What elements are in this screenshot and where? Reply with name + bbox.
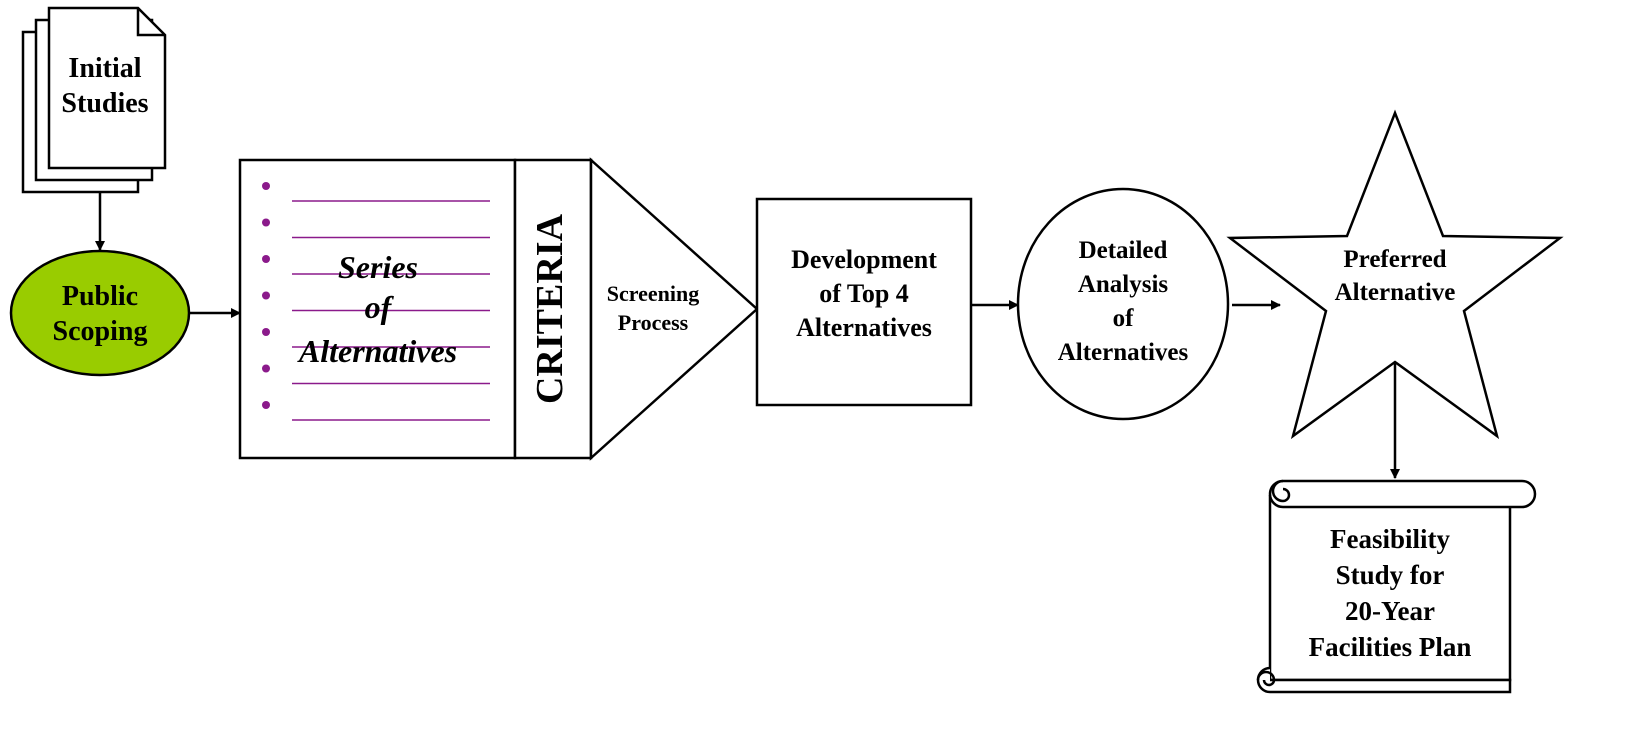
bullet-point [262, 291, 270, 300]
detailed-label-2: Analysis [1078, 271, 1169, 298]
feasibility-study-scroll: Feasibility Study for 20-Year Facilities… [1256, 479, 1537, 694]
bullet-point [262, 218, 270, 227]
feasibility-label-2: Study for [1336, 560, 1445, 590]
series-of-alternatives-box: Series of Alternatives [238, 158, 517, 460]
initial-studies-documents: Initial Studies [21, 6, 167, 194]
bullet-point [262, 255, 270, 263]
public-scoping-label-2: Scoping [53, 316, 148, 347]
development-label-3: Alternatives [796, 313, 932, 342]
alternatives-bullet-list [262, 182, 490, 421]
scroll-top-curl [1271, 479, 1291, 503]
bullet-point [262, 182, 270, 190]
bullet-point [262, 401, 270, 409]
feasibility-label-4: Facilities Plan [1309, 632, 1472, 662]
scroll-top-roll [1268, 479, 1537, 509]
development-box-outline [755, 197, 973, 407]
feasibility-label-3: 20-Year [1345, 596, 1435, 626]
development-label-1: Development [791, 245, 937, 274]
screening-label-2: Process [618, 310, 689, 335]
bullet-point [262, 364, 270, 373]
document-page-front [47, 6, 167, 170]
criteria-label: CRITERIA [529, 213, 571, 404]
bullet-point [262, 328, 270, 336]
preferred-label-1: Preferred [1343, 246, 1446, 273]
preferred-alternative-star: Preferred Alternative [1226, 109, 1564, 440]
series-label-3: Alternatives [297, 333, 457, 369]
detailed-label-1: Detailed [1079, 237, 1168, 264]
series-label-2: of [365, 289, 395, 325]
public-scoping-label-1: Public [62, 281, 138, 312]
development-box: Development of Top 4 Alternatives [755, 197, 973, 407]
screening-triangle-shape [589, 157, 759, 461]
detailed-label-3: of [1113, 305, 1135, 332]
screening-label-1: Screening [607, 281, 699, 306]
preferred-label-2: Alternative [1335, 279, 1456, 306]
initial-studies-label-1: Initial [68, 53, 141, 84]
document-fold-corner [136, 8, 165, 37]
series-label-1: Series [338, 249, 418, 285]
detailed-analysis-node: Detailed Analysis of Alternatives [1016, 187, 1230, 421]
detailed-label-4: Alternatives [1058, 339, 1189, 366]
series-box-outline [238, 158, 517, 460]
detailed-analysis-ellipse [1016, 187, 1230, 421]
public-scoping-node: Public Scoping [9, 249, 191, 377]
feasibility-label-1: Feasibility [1330, 524, 1450, 554]
development-label-2: of Top 4 [819, 279, 909, 308]
initial-studies-label-2: Studies [61, 88, 148, 119]
screening-process-triangle: Screening Process [589, 157, 759, 461]
public-scoping-ellipse [9, 249, 191, 377]
scroll-bottom-curl [1256, 670, 1276, 687]
scroll-bottom-roll [1256, 666, 1512, 694]
criteria-band: CRITERIA [513, 158, 593, 460]
